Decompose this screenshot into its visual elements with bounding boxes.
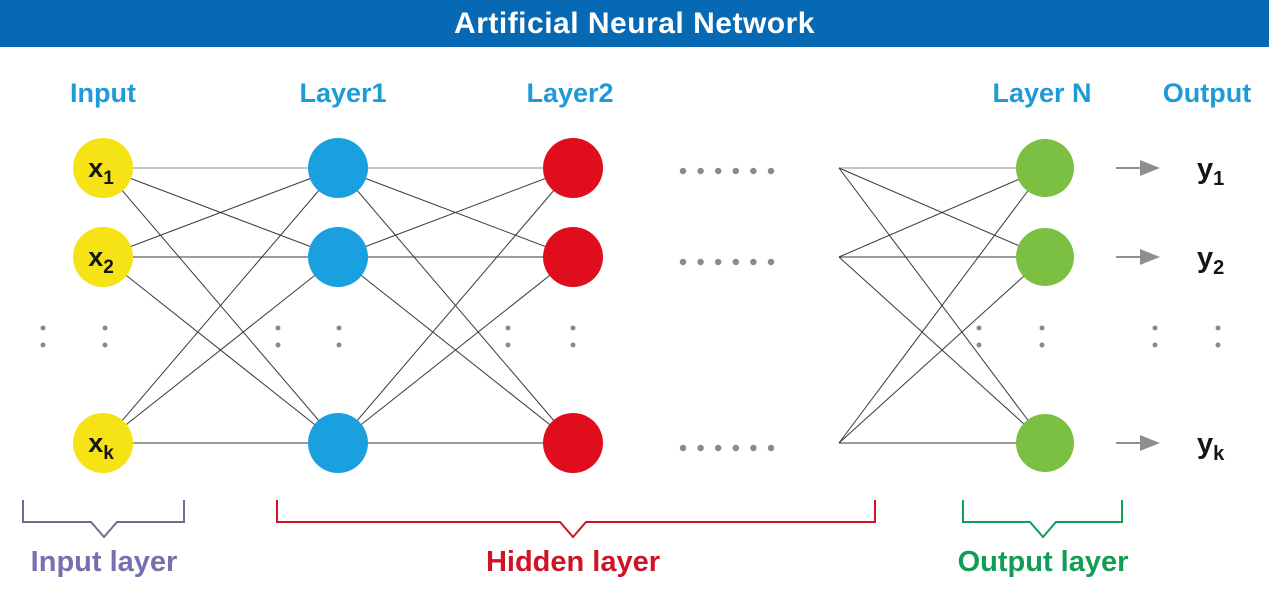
edge-line bbox=[838, 167, 1046, 258]
edge-line bbox=[102, 256, 339, 444]
hidden-layer-brace bbox=[276, 500, 876, 539]
layer-n-node bbox=[1016, 228, 1074, 286]
output-label: yk bbox=[1197, 428, 1225, 465]
title-bar: Artificial Neural Network bbox=[0, 0, 1269, 47]
column-label-layer-n: Layer N bbox=[992, 78, 1091, 108]
layer2-node bbox=[543, 413, 603, 473]
edges-to-layer-n bbox=[838, 167, 1046, 444]
input-node-label: xk bbox=[88, 428, 114, 464]
layer2-nodes bbox=[543, 138, 603, 473]
layer2-node bbox=[543, 227, 603, 287]
edges-input-to-layer1 bbox=[102, 167, 339, 444]
edge-line bbox=[337, 167, 574, 444]
edge-line bbox=[838, 167, 1046, 444]
column-label-input: Input bbox=[70, 78, 136, 108]
output-label: y1 bbox=[1197, 153, 1224, 190]
column-label-layer2: Layer2 bbox=[526, 78, 613, 108]
layer-group-labels: Input layer Hidden layer Output layer bbox=[31, 546, 1129, 578]
input-node-label: x1 bbox=[88, 153, 114, 189]
input-node-x2 bbox=[73, 227, 133, 287]
column-labels: Input Layer1 Layer2 Layer N Output bbox=[70, 78, 1251, 108]
edge-line bbox=[337, 256, 574, 444]
output-layer-brace bbox=[962, 500, 1123, 539]
hidden-layers-ellipsis-dots bbox=[679, 167, 775, 452]
output-labels: y1 y2 yk bbox=[1197, 153, 1225, 465]
edge-line bbox=[102, 167, 339, 258]
page-title: Artificial Neural Network bbox=[454, 6, 815, 40]
output-label: y2 bbox=[1197, 242, 1224, 279]
input-nodes: x1 x2 xk bbox=[73, 138, 133, 473]
layer-n-node bbox=[1016, 139, 1074, 197]
output-arrows bbox=[1116, 160, 1160, 451]
layer-group-braces bbox=[22, 500, 1123, 539]
input-node-x1 bbox=[73, 138, 133, 198]
input-layer-brace bbox=[22, 500, 185, 539]
input-node-label: x2 bbox=[88, 242, 114, 278]
layer-n-nodes bbox=[1016, 139, 1074, 472]
layer1-node bbox=[308, 138, 368, 198]
input-node-xk bbox=[73, 413, 133, 473]
column-label-output: Output bbox=[1163, 78, 1251, 108]
layer2-node bbox=[543, 138, 603, 198]
hidden-layer-label: Hidden layer bbox=[486, 546, 660, 578]
layer-n-node bbox=[1016, 414, 1074, 472]
column-label-layer1: Layer1 bbox=[299, 78, 386, 108]
edge-line bbox=[838, 256, 1046, 444]
layer1-node bbox=[308, 413, 368, 473]
edges-layer1-to-layer2 bbox=[337, 167, 574, 444]
edge-line bbox=[337, 167, 574, 258]
edge-line bbox=[102, 167, 339, 444]
layer1-nodes bbox=[308, 138, 368, 473]
input-layer-label: Input layer bbox=[31, 546, 178, 578]
more-nodes-ellipsis-dots bbox=[40, 325, 1221, 365]
output-layer-label: Output layer bbox=[958, 546, 1129, 578]
layer1-node bbox=[308, 227, 368, 287]
